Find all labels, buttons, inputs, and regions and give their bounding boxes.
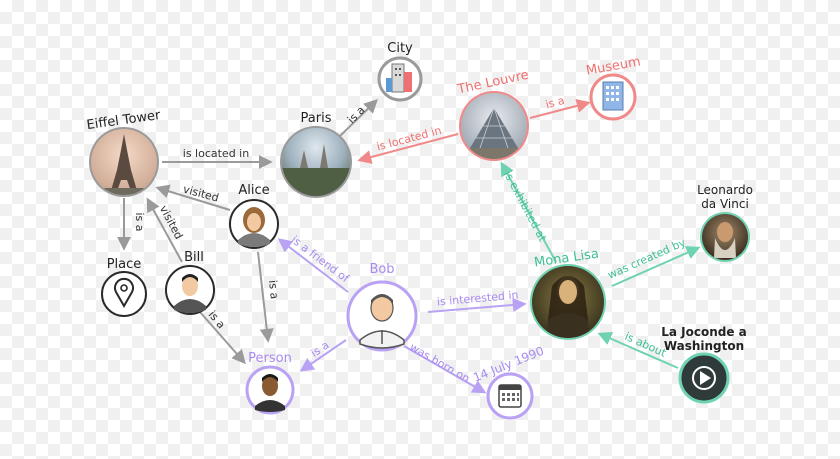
edge-bill-person (199, 311, 246, 365)
edge-bob-person (299, 339, 347, 372)
edge-bill-eiffel (146, 197, 183, 263)
node-label-leonardo-line1: Leonardo (697, 183, 753, 197)
female-avatar-icon (238, 207, 270, 247)
edge-label-louvre-paris: is located in (375, 124, 443, 154)
edge-alice-person (257, 251, 274, 343)
node-label-person: Person (248, 351, 292, 366)
edge-bob-monalisa (427, 297, 527, 313)
node-museum[interactable]: Museum (585, 54, 642, 121)
edge-label-monalisa-louvre: is exhibited at (501, 169, 549, 245)
node-eiffel-tower[interactable]: Eiffel Tower (86, 108, 162, 198)
edge-joconde-monalisa (597, 332, 679, 369)
edge-alice-eiffel (155, 184, 231, 211)
node-the-louvre[interactable]: The Louvre (455, 68, 530, 161)
edge-monalisa-louvre (500, 161, 557, 263)
calendar-icon (498, 384, 522, 408)
node-bill[interactable]: Bill (165, 250, 215, 315)
edges (117, 99, 701, 394)
node-city[interactable]: City (377, 41, 423, 102)
node-label-joconde-line2: Washington (664, 339, 744, 353)
paris-photo (282, 128, 350, 196)
male-avatar-icon (174, 274, 206, 313)
node-alice[interactable]: Alice (229, 183, 279, 249)
edge-labels: is located in is a is located in is a vi… (133, 94, 688, 386)
node-label-bob: Bob (369, 262, 394, 277)
node-label-alice: Alice (238, 183, 269, 198)
node-paris[interactable]: Paris (280, 111, 352, 198)
museum-building-icon (602, 81, 624, 111)
node-bob[interactable]: Bob (346, 262, 418, 352)
edge-label-eiffel-place: is a (133, 212, 146, 231)
edge-monalisa-leonardo (611, 246, 701, 287)
edge-label-eiffel-paris: is located in (183, 147, 249, 160)
edge-label-paris-city: is a (345, 103, 368, 126)
node-label-joconde-line1: La Joconde a (661, 325, 747, 339)
node-label-place: Place (107, 257, 142, 272)
edge-label-alice-person: is a (266, 279, 281, 299)
leonardo-portrait (702, 214, 748, 260)
edge-label-bob-person: is a (309, 338, 332, 359)
node-leonardo-da-vinci[interactable]: Leonardo da Vinci (697, 183, 753, 262)
node-label-bill: Bill (184, 250, 204, 265)
edge-bob-alice (277, 238, 349, 293)
edge-label-louvre-museum: is a (544, 94, 566, 111)
edge-louvre-museum (529, 99, 591, 119)
edge-label-bill-person: is a (206, 308, 228, 331)
person-avatar-icon (255, 374, 285, 412)
node-place[interactable]: Place (101, 257, 147, 317)
mona-lisa-painting (532, 266, 604, 338)
edge-louvre-paris (357, 133, 459, 164)
male-avatar-icon (359, 294, 405, 349)
city-building-icon (386, 63, 412, 93)
map-pin-icon (114, 277, 134, 309)
node-mona-lisa[interactable]: Mona Lisa (530, 247, 606, 340)
node-person[interactable]: Person (245, 351, 295, 415)
edge-bob-date (403, 345, 487, 394)
edge-label-bob-date: was born on (407, 341, 472, 386)
video-play-icon (692, 366, 716, 390)
node-label-city: City (387, 41, 413, 56)
node-la-joconde-a-washington[interactable]: La Joconde a Washington (661, 325, 747, 404)
louvre-pyramid-photo (461, 93, 527, 159)
eiffel-tower-photo (91, 129, 157, 195)
edge-label-bob-alice: is a friend of (289, 233, 353, 285)
node-label-paris: Paris (301, 111, 332, 126)
node-date[interactable]: 14 July 1990 (471, 344, 546, 420)
edge-paris-city (339, 99, 379, 137)
node-label-leonardo-line2: da Vinci (701, 197, 749, 211)
